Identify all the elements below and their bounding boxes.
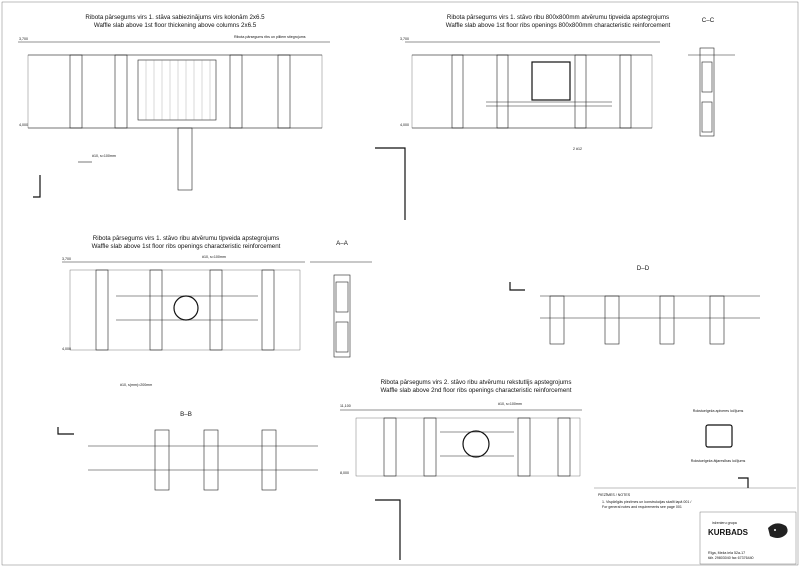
company-line-1: inženieru grupa	[712, 521, 737, 525]
panel-3-subtitle: Waffle slab above 1st floor ribs opening…	[92, 243, 281, 250]
panel-4-elevation-bottom: 8,000	[340, 471, 349, 475]
hook-open-title: Rokstuelgeža ātjaresības ločījums	[691, 459, 746, 463]
section-dd-label: D–D	[637, 265, 650, 272]
panel-4-bar-label: #10, s=100mm	[498, 402, 522, 406]
panel-2-subtitle: Waffle slab above 1st floor ribs opening…	[446, 22, 671, 29]
company-name: KURBADS	[708, 528, 749, 537]
section-aa-label: A–A	[336, 240, 349, 247]
panel-2-title: Ribota pārsegums virs 1. stāvo ribu 800x…	[447, 14, 669, 21]
section-cc-label: C–C	[702, 17, 715, 24]
notes-line-1: 1. Vispārīgās piezīmes un konstrukcijas …	[602, 500, 691, 504]
panel-4-elevation-top: 11,100	[340, 404, 351, 408]
panel-1-drawing	[18, 41, 330, 198]
panel-1-subtitle: Waffle slab above 1st floor thickening a…	[94, 22, 257, 29]
section-bb-drawing	[57, 427, 318, 491]
panel-1-label-top: Ribota pārsegums ribs un pilliem stiegro…	[234, 35, 306, 39]
panel-3-bar-label-2: #10, s(mm)=200mm	[120, 383, 152, 387]
panel-4-title: Ribota pārsegums virs 2. stāvo ribu atvē…	[381, 379, 572, 386]
panel-4-drawing	[340, 409, 582, 560]
hook-closed-title: Rokstuelgeža aplveres ločījums	[693, 409, 744, 413]
panel-3-drawing	[62, 261, 305, 351]
title-block	[699, 511, 797, 565]
panel-3-elevation-bottom: 4,000	[62, 347, 71, 351]
company-phone: tālr. 29803040 fax 67376440	[708, 556, 754, 560]
panel-1-elevation-bottom: 4,000	[19, 123, 28, 127]
notes-heading: PIEZĪMES / NOTES	[598, 493, 631, 497]
panel-2-bar-label: 2 #12	[573, 147, 582, 151]
company-logo-icon	[768, 523, 788, 538]
panel-2-drawing	[375, 41, 660, 220]
section-bb-label: B–B	[180, 411, 192, 418]
section-dd-drawing	[509, 282, 760, 345]
notes-line-2: For general notes and requirements see p…	[602, 505, 682, 509]
panel-1-bar-label: #10, s=100mm	[92, 154, 116, 158]
panel-2-elevation-bottom: 4,000	[400, 123, 409, 127]
panel-2-elevation-top: 3,700	[400, 37, 409, 41]
panel-4-subtitle: Waffle slab above 2nd floor ribs opening…	[381, 387, 572, 394]
panel-3-bar-label: #10, s=100mm	[202, 255, 226, 259]
panel-3-elevation-top: 3,700	[62, 257, 71, 261]
section-aa-drawing	[310, 261, 372, 358]
company-address: Rīga, Meža iela 52a-17	[708, 551, 745, 555]
panel-3-title: Ribota pārsegums virs 1. stāvo ribu atvē…	[93, 235, 279, 242]
hook-detail-drawings	[705, 424, 749, 488]
panel-1-title: Ribota pārsegums virs 1. stāva sabiezinā…	[85, 14, 265, 21]
section-cc-drawing	[688, 47, 735, 137]
panel-1-elevation-top: 3,700	[19, 37, 28, 41]
